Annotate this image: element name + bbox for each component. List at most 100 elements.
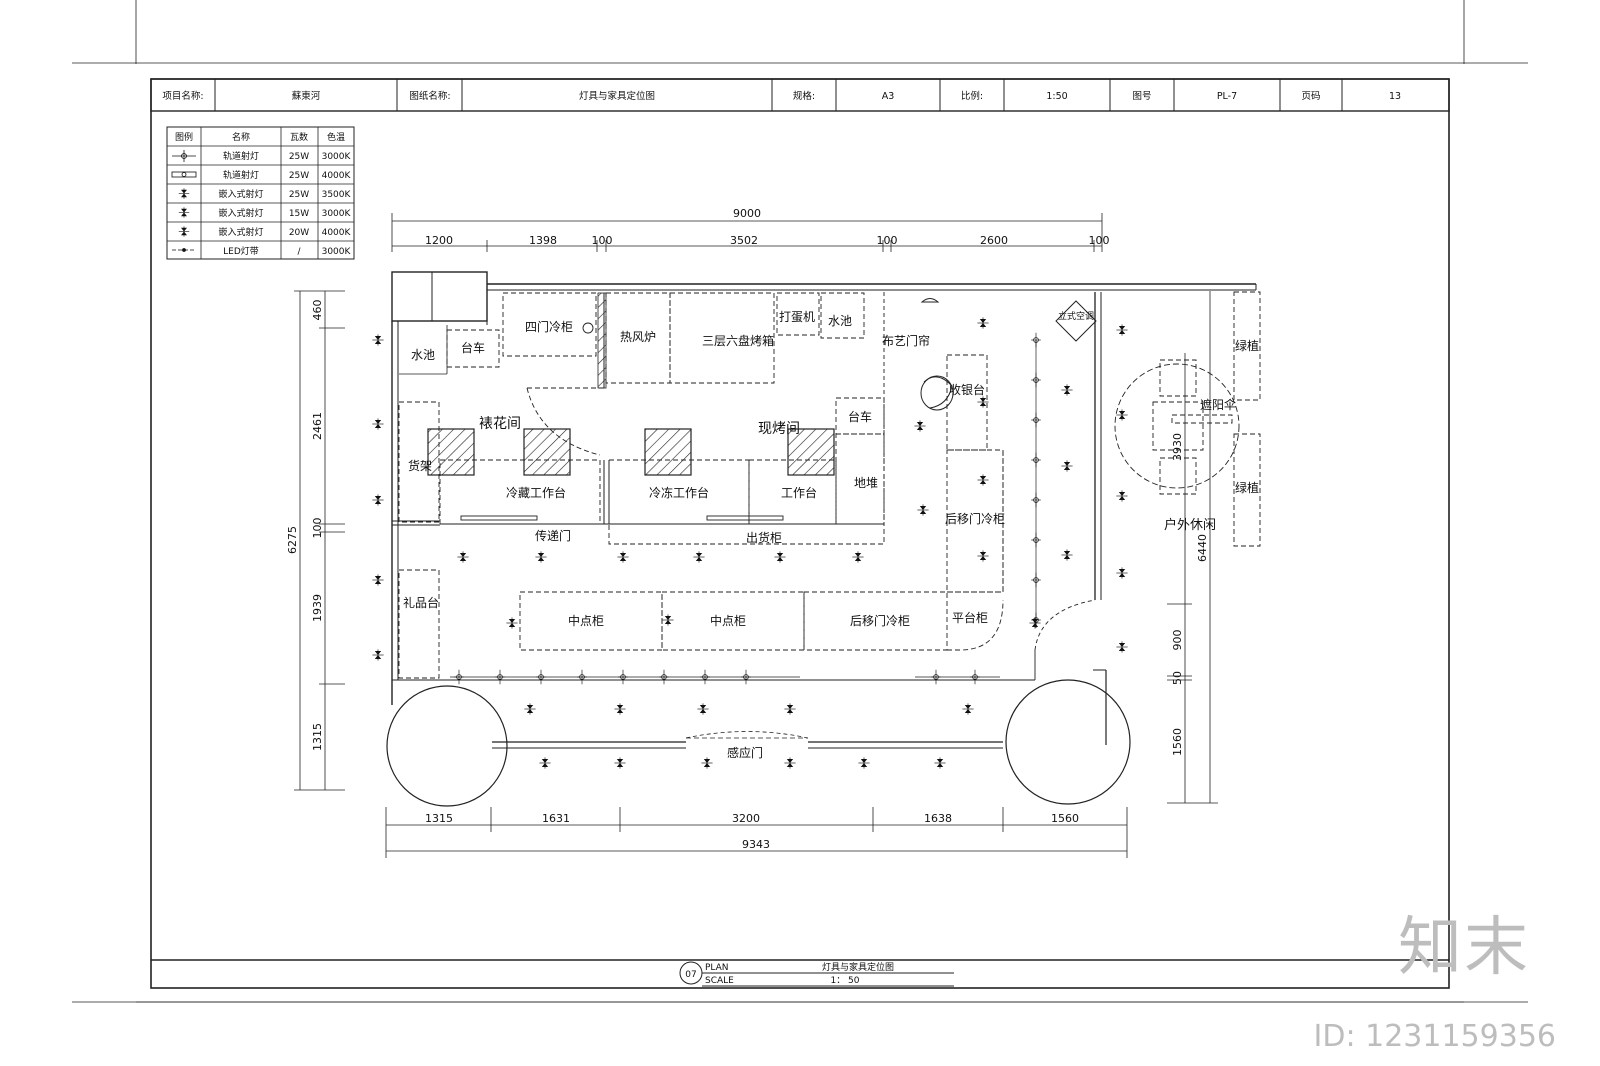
recessed-spotlight-icon: [1116, 323, 1128, 337]
label-sunshade: 遮阳伞: [1200, 397, 1236, 412]
recessed-spotlight-icon: [1061, 549, 1073, 561]
label-standing-ac: 立式空调: [1058, 310, 1094, 322]
dim-top-3: 100: [592, 234, 613, 247]
recessed-spotlight-icon: [371, 574, 385, 586]
legend-name-6: LED灯带: [223, 246, 259, 257]
track-spotlight-icon: [617, 669, 629, 685]
label-sensor-door: 感应门: [727, 745, 763, 760]
dim-bottom-3: 3200: [732, 812, 760, 825]
label-floor-stack: 地堆: [854, 476, 878, 490]
label-goods-cabinet: 出货柜: [746, 530, 782, 545]
recessed-spotlight-icon: [784, 757, 796, 769]
recessed-spotlight-icon: [977, 316, 989, 330]
track-spotlight-icon: [1030, 452, 1042, 468]
track-spotlight-icon: [453, 669, 465, 685]
track-spotlight-icon: [172, 150, 196, 162]
legend-header-name: 名称: [232, 131, 250, 143]
recessed-spotlight-icon: [934, 757, 946, 769]
track-spotlight-icon: [740, 669, 752, 685]
label-three-tier-oven: 三层六盘烤箱: [702, 333, 774, 348]
legend-header-icon: 图例: [175, 131, 193, 143]
recessed-spotlight-icon: [1116, 408, 1128, 422]
recessed-spotlight-icon: [614, 703, 626, 715]
dim-top-4: 3502: [730, 234, 758, 247]
legend-name-2: 轨道射灯: [223, 169, 259, 181]
recessed-spotlight-icon: [1061, 383, 1073, 397]
furniture: [398, 291, 1261, 679]
label-rear-sliding-fridge-bottom: 后移门冷柜: [850, 613, 910, 628]
recessed-spotlight-icon: [784, 703, 796, 715]
dimension-texts: 9000 1200 1398 100 3502 100 2600 100 627…: [286, 207, 1209, 851]
legend-name-3: 嵌入式射灯: [218, 188, 263, 200]
footer-number: 07: [685, 970, 696, 980]
size-value: A3: [882, 91, 895, 102]
label-egg-beater: 打蛋机: [779, 310, 815, 324]
dim-left-3: 100: [311, 518, 324, 539]
dim-bottom-1: 1315: [425, 812, 453, 825]
track-spotlight-icon: [535, 669, 547, 685]
recessed-spotlight-icon: [1116, 567, 1128, 579]
page-label: 页码: [1301, 91, 1320, 102]
dim-left-2: 2461: [311, 412, 324, 440]
label-cold-workbench: 冷藏工作台: [506, 485, 566, 500]
label-decor-room: 裱花间: [479, 416, 521, 432]
led-strip-icon: [172, 248, 196, 252]
legend-watt-6: /: [297, 247, 301, 257]
label-four-door-fridge: 四门冷柜: [525, 319, 573, 334]
project-label: 项目名称:: [162, 90, 203, 102]
legend-watt-5: 20W: [289, 228, 309, 238]
footer-scale-label: SCALE: [705, 976, 734, 986]
label-shelf: 货架: [408, 458, 432, 473]
recessed-spotlight-icon: [1116, 641, 1128, 653]
recessed-spotlight-icon: [662, 614, 674, 626]
drawing-label: 图纸名称:: [409, 90, 450, 102]
recessed-spotlight-icon: [1029, 617, 1041, 629]
footer-scale: 1： 50: [830, 976, 859, 986]
recessed-spotlight-icon: [535, 551, 547, 563]
dim-left-1: 460: [311, 300, 324, 321]
walls: [391, 271, 1257, 749]
footer-plan-label: PLAN: [705, 963, 729, 973]
recessed-spotlight-icon: [178, 187, 190, 200]
dim-left-4: 1939: [311, 594, 324, 622]
standing-ac: [1055, 300, 1097, 342]
label-flat-cabinet: 平台柜: [952, 610, 988, 625]
watermark-brand: 知末: [1398, 911, 1530, 985]
label-water-sink-right: 水池: [828, 314, 852, 328]
legend-temp-2: 4000K: [322, 171, 352, 181]
label-green-plant-1: 绿植: [1235, 338, 1259, 353]
label-green-plant-2: 绿植: [1235, 480, 1259, 495]
legend-watt-3: 25W: [289, 190, 309, 200]
page-value: 13: [1389, 91, 1401, 102]
label-dessert-cabinet-1: 中点柜: [568, 613, 604, 628]
legend-temp-5: 4000K: [322, 228, 352, 238]
recessed-spotlight-icon: [505, 617, 518, 629]
dim-right-3: 50: [1171, 671, 1184, 685]
recessed-spotlight-icon: [614, 757, 626, 769]
legend-name-4: 嵌入式射灯: [218, 207, 263, 219]
recessed-spotlight-icon: [917, 503, 929, 516]
recessed-spotlight-icon: [617, 551, 629, 563]
recessed-spotlight-icon: [914, 419, 926, 433]
dim-top-6: 2600: [980, 234, 1008, 247]
legend-name-1: 轨道射灯: [223, 150, 259, 162]
legend-name-5: 嵌入式射灯: [218, 226, 263, 238]
track-spotlight-icon: [699, 669, 711, 685]
track-spotlight-icon: [1030, 492, 1042, 508]
cashier-chair: [920, 298, 954, 411]
recessed-spotlight-icon: [852, 551, 864, 563]
recessed-spotlight-icon: [371, 649, 385, 661]
track-spotlight-icon: [969, 669, 981, 685]
label-bake-room: 现烤间: [758, 421, 800, 437]
track-spotlight-icon: [1030, 372, 1042, 388]
dim-right-total: 6440: [1196, 534, 1209, 562]
recessed-spotlight-icon: [697, 703, 709, 715]
recessed-spotlight-icon: [693, 551, 705, 563]
scale-label: 比例:: [961, 90, 983, 102]
label-hot-air-oven: 热风炉: [620, 330, 656, 344]
recessed-spotlight-icon: [962, 703, 974, 715]
recessed-spotlight-icon: [371, 493, 385, 507]
title-block: 项目名称: 蘇東河 图纸名称: 灯具与家具定位图 规格: A3 比例: 1:50…: [150, 78, 1450, 112]
footer-title-text: 灯具与家具定位图: [822, 961, 894, 973]
dim-top-1: 1200: [425, 234, 453, 247]
